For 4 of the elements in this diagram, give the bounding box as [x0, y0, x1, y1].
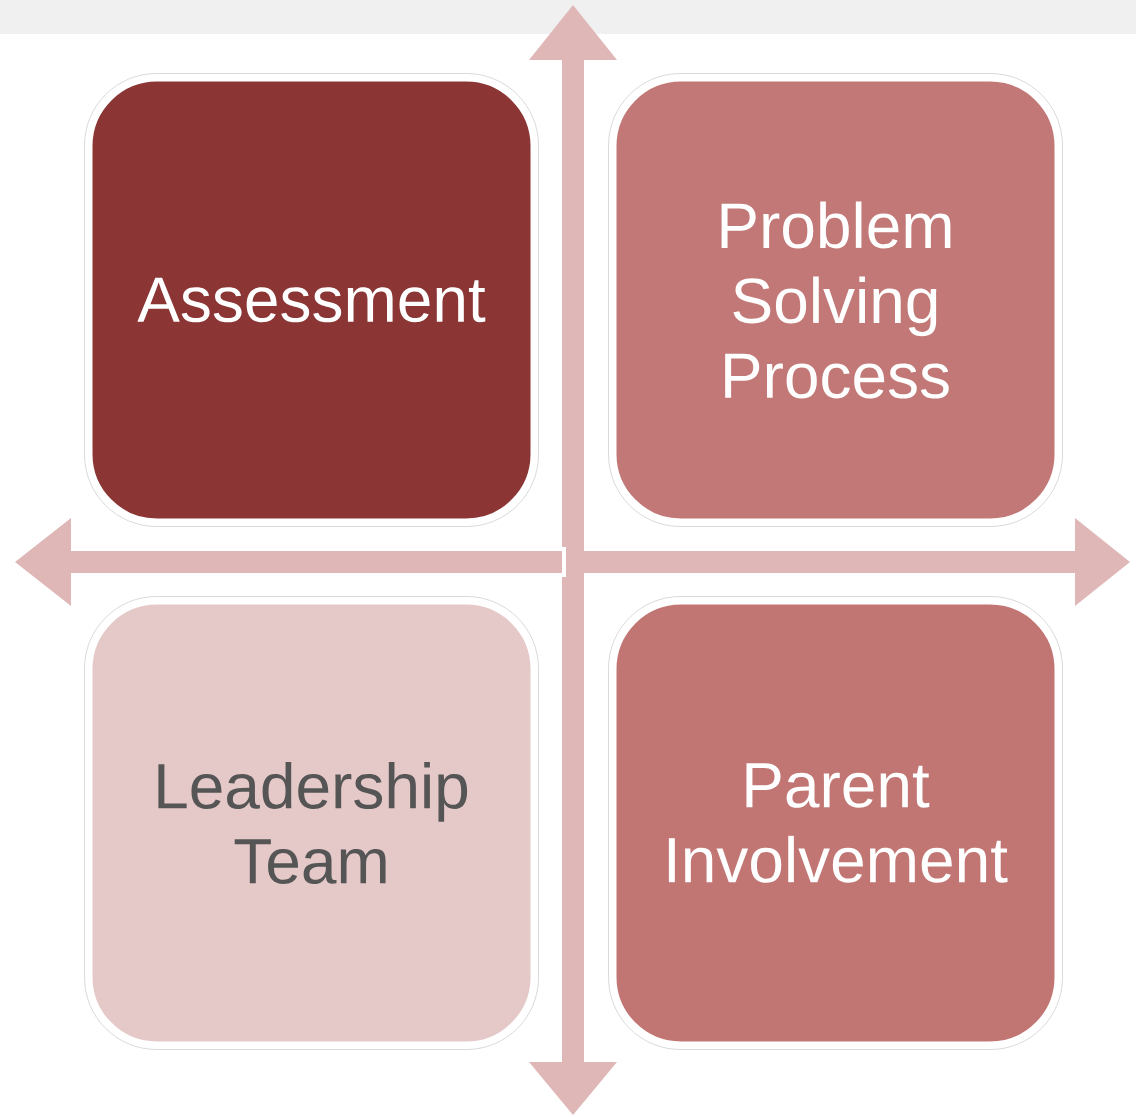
- quadrant-box: Leadership Team: [85, 597, 538, 1049]
- quadrant-box: Problem Solving Process: [609, 74, 1062, 526]
- quadrant-box: Assessment: [85, 74, 538, 526]
- quadrant-box: Parent Involvement: [609, 597, 1062, 1049]
